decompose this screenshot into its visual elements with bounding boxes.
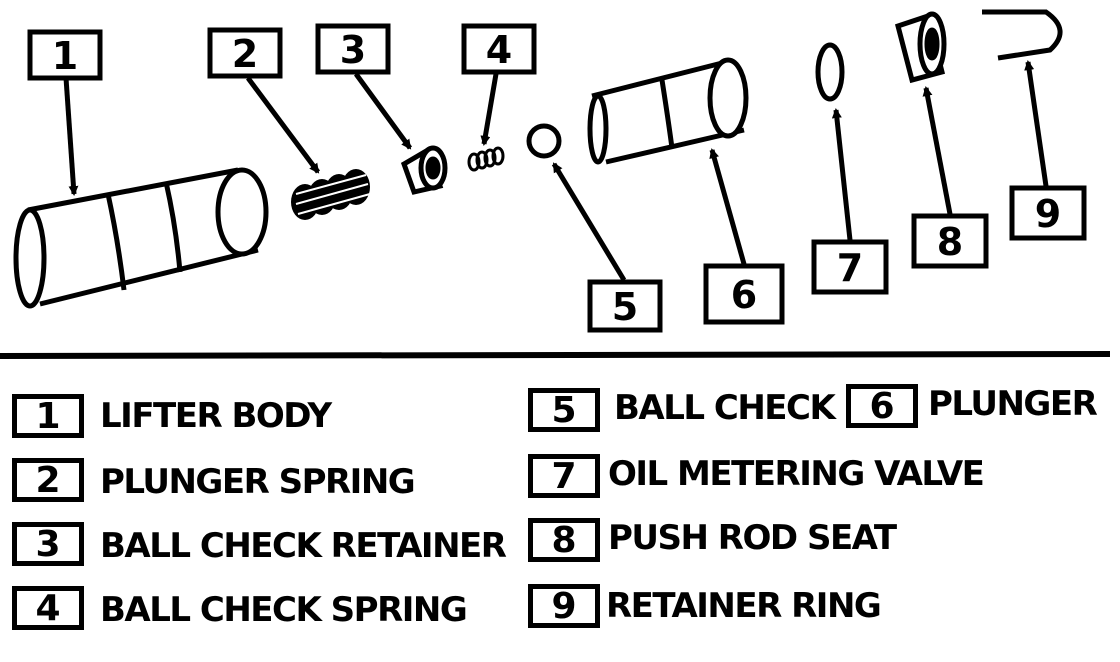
legend-key-4: 4 bbox=[12, 586, 84, 630]
plunger-part bbox=[587, 57, 749, 165]
legend-label-push-rod-seat: PUSH ROD SEAT bbox=[608, 518, 897, 558]
callout-box-8 bbox=[911, 213, 989, 269]
callout-box-2 bbox=[207, 27, 283, 79]
legend-key-9: 9 bbox=[528, 584, 600, 628]
leader-arrow-1 bbox=[63, 77, 79, 196]
callout-number-3: 3 bbox=[340, 28, 366, 72]
callout-box-5 bbox=[587, 279, 663, 333]
callout-number-4: 4 bbox=[486, 28, 512, 72]
callout-number-6: 6 bbox=[731, 273, 757, 317]
push-rod-seat-part bbox=[894, 11, 947, 84]
leader-arrow-8 bbox=[922, 86, 953, 215]
leader-arrow-2 bbox=[245, 76, 321, 174]
callout-number-8: 8 bbox=[937, 220, 963, 264]
ball-check-part bbox=[526, 123, 562, 159]
leader-arrow-4 bbox=[480, 73, 499, 146]
plunger-spring-part bbox=[291, 169, 371, 220]
legend-key-5: 5 bbox=[528, 388, 600, 432]
callout-number-1: 1 bbox=[52, 34, 78, 78]
oil-metering-valve-part bbox=[815, 42, 845, 102]
lifter-body-part bbox=[13, 167, 269, 309]
callout-number-7: 7 bbox=[837, 246, 863, 290]
legend-label-plunger: PLUNGER bbox=[928, 384, 1098, 424]
callout-box-1 bbox=[27, 29, 103, 81]
legend-key-7: 7 bbox=[528, 454, 600, 498]
callout-box-4 bbox=[461, 23, 537, 75]
leader-arrow-5 bbox=[551, 162, 627, 282]
leader-arrow-6 bbox=[709, 148, 747, 265]
callout-number-9: 9 bbox=[1035, 192, 1061, 236]
leader-arrow-3 bbox=[353, 72, 413, 150]
legend-label-ball-check-retainer: BALL CHECK RETAINER bbox=[100, 526, 507, 566]
callout-box-7 bbox=[811, 239, 889, 295]
legend-label-lifter-body: LIFTER BODY bbox=[100, 396, 332, 436]
retainer-ring-part bbox=[982, 9, 1063, 61]
callout-box-3 bbox=[315, 23, 391, 75]
legend-label-oil-metering-valve: OIL METERING VALVE bbox=[608, 454, 985, 494]
ball-check-spring-part bbox=[467, 146, 505, 172]
legend-key-6: 6 bbox=[846, 384, 918, 428]
callout-number-5: 5 bbox=[612, 285, 638, 329]
legend-key-8: 8 bbox=[528, 518, 600, 562]
ball-check-retainer-part bbox=[400, 145, 448, 195]
legend-label-ball-check: BALL CHECK bbox=[614, 388, 836, 428]
leader-arrow-7 bbox=[831, 108, 853, 241]
legend-key-1: 1 bbox=[12, 394, 84, 438]
legend-key-2: 2 bbox=[12, 458, 84, 502]
legend-label-retainer-ring: RETAINER RING bbox=[606, 586, 882, 626]
legend-label-plunger-spring: PLUNGER SPRING bbox=[100, 462, 416, 502]
separator-line bbox=[0, 351, 1111, 359]
legend-key-3: 3 bbox=[12, 522, 84, 566]
callout-number-2: 2 bbox=[232, 32, 258, 76]
leader-arrow-9 bbox=[1024, 60, 1049, 187]
legend-label-ball-check-spring: BALL CHECK SPRING bbox=[100, 590, 468, 630]
callout-box-6 bbox=[703, 263, 785, 325]
callout-box-9 bbox=[1009, 185, 1087, 241]
